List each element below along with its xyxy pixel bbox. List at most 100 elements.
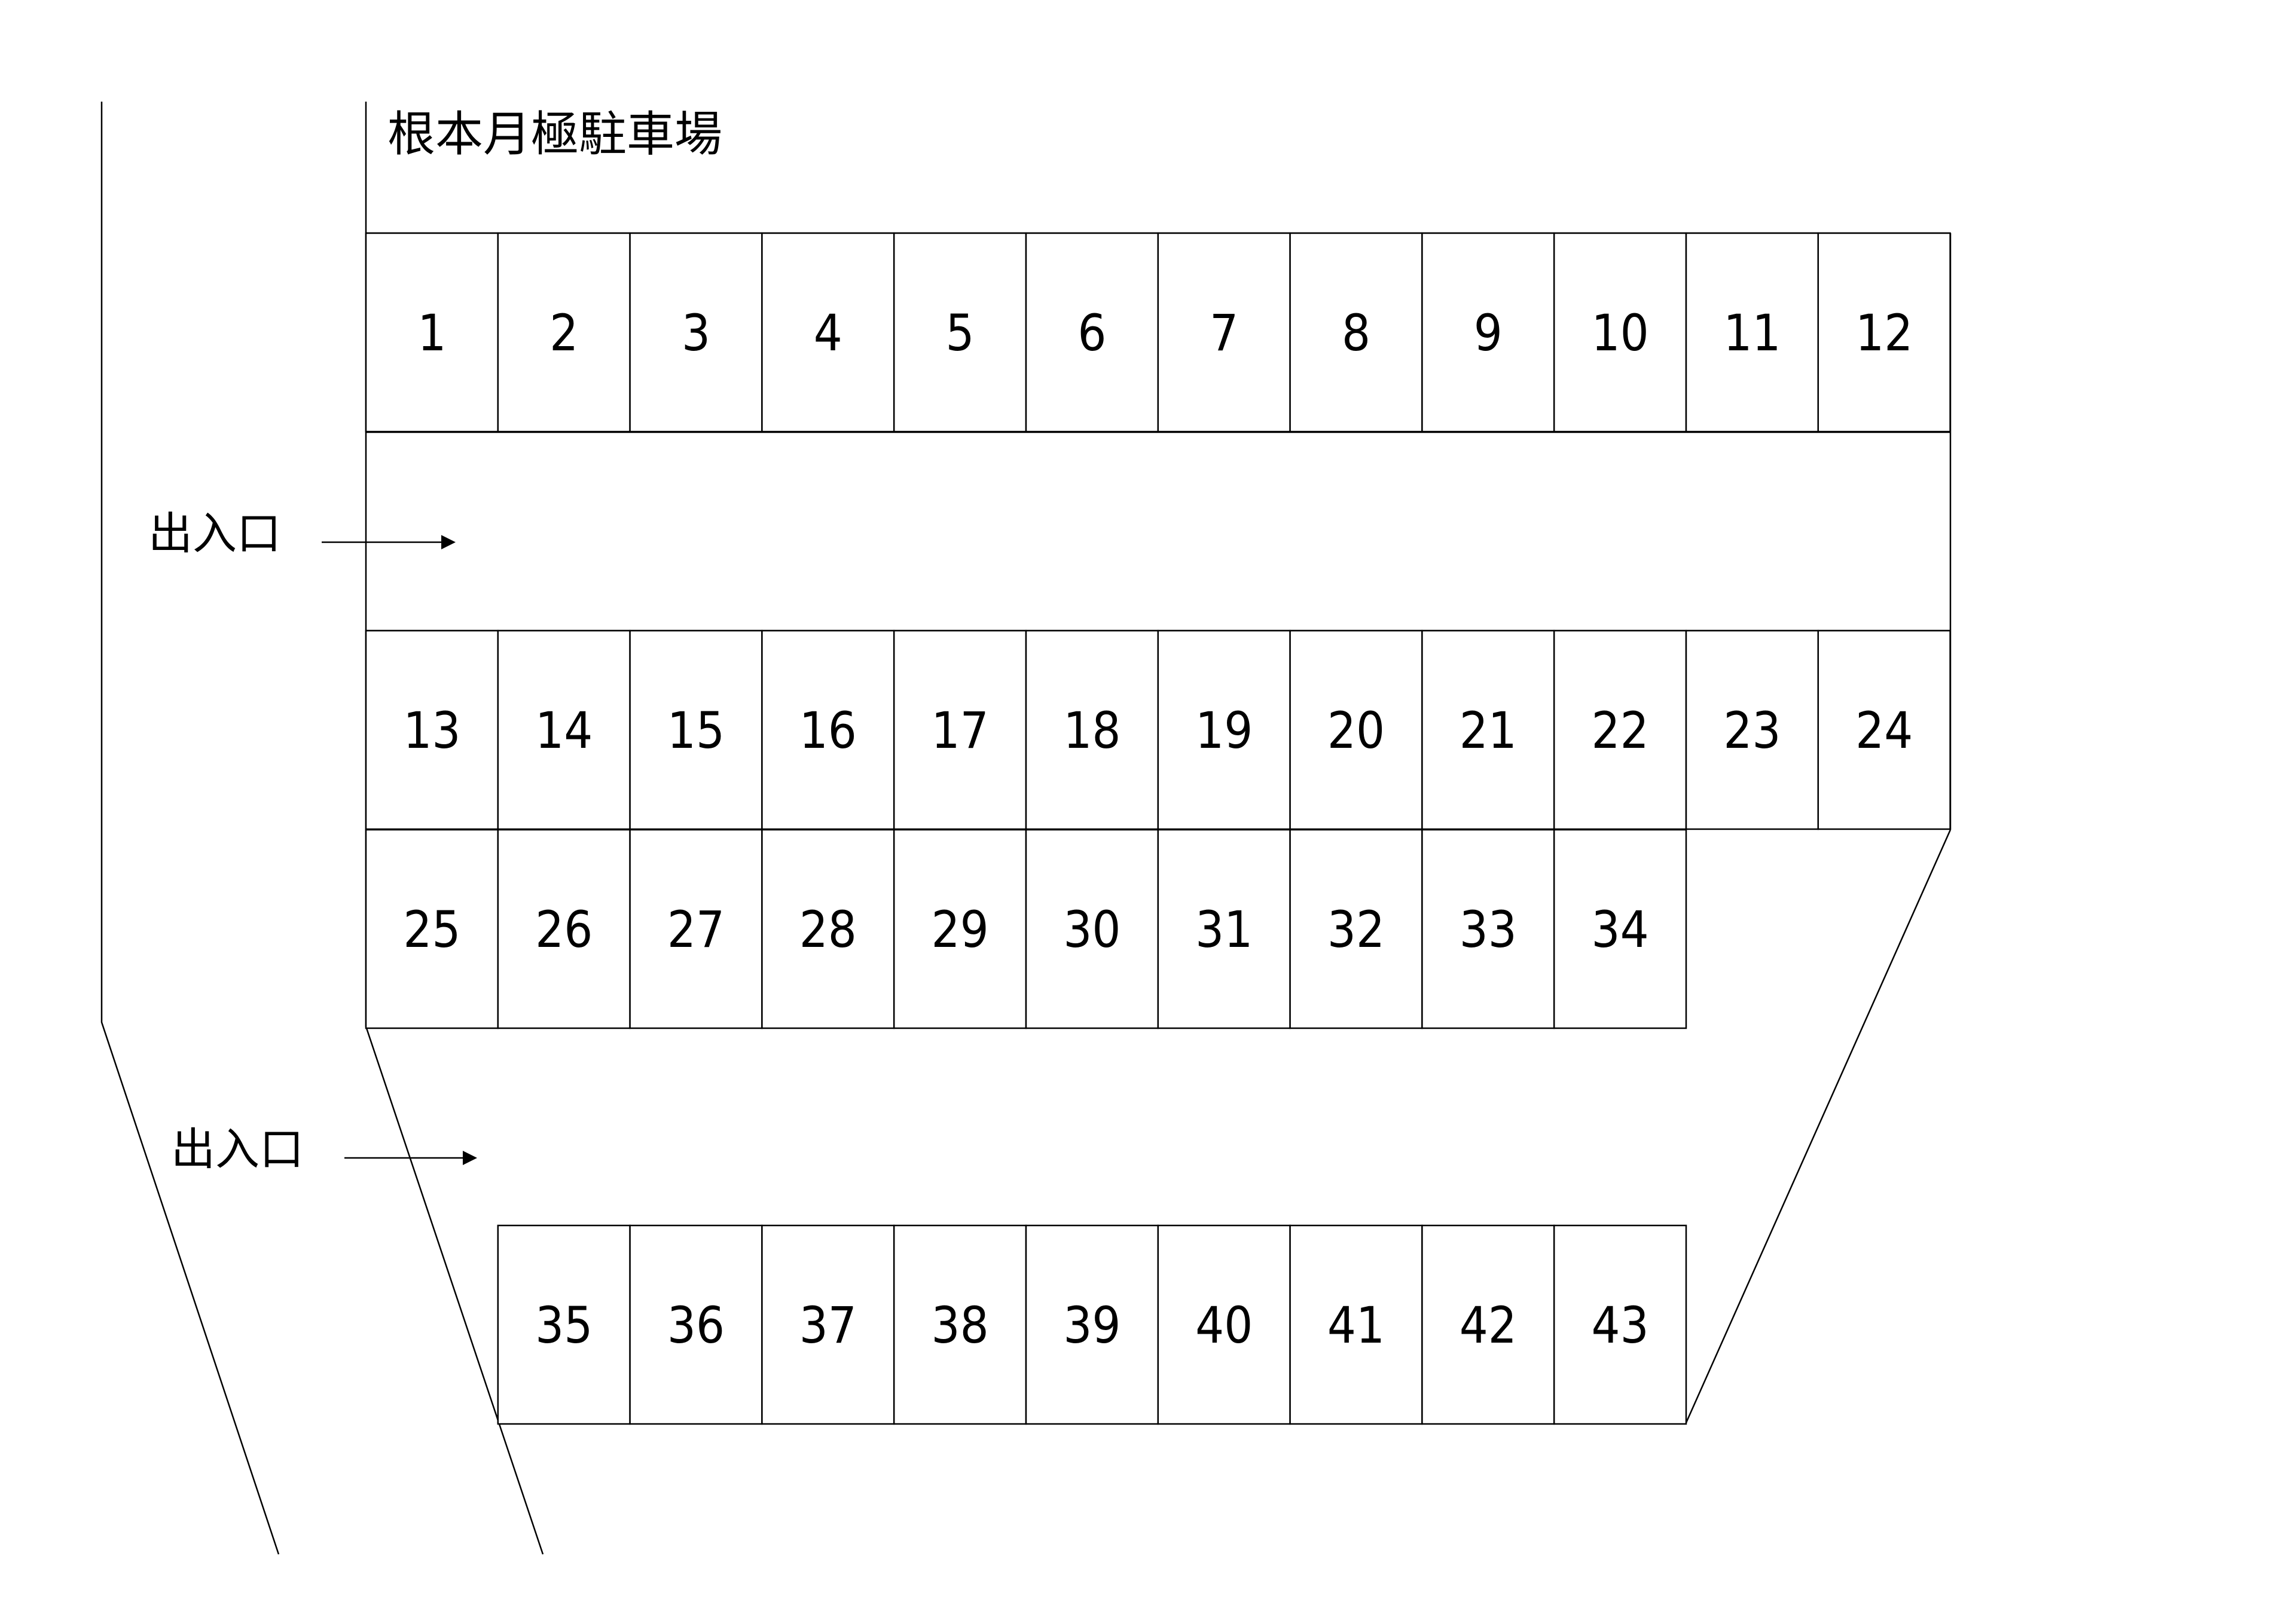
parking-stall: 42 [1421,1224,1555,1425]
parking-stall: 26 [497,829,631,1029]
parking-stall-box [1817,629,1951,830]
parking-stall-number: 9 [1474,304,1503,362]
parking-stall-box [1685,629,1819,830]
parking-stall: 12 [1817,232,1951,433]
parking-stall-box [761,1224,895,1425]
parking-stall-box [1157,629,1291,830]
parking-stall-box [761,829,895,1029]
road-edge-outer [100,102,280,1555]
parking-stall-box [761,629,895,830]
parking-stall-box [1421,1224,1555,1425]
parking-stall: 18 [1025,629,1159,830]
parking-stall-number: 8 [1342,304,1370,362]
parking-stall: 14 [497,629,631,830]
parking-stall: 17 [893,629,1027,830]
parking-stall-box [1025,829,1159,1029]
parking-stall-number: 2 [549,304,578,362]
parking-stall-number: 20 [1327,701,1385,760]
parking-stall: 5 [893,232,1027,433]
parking-stall: 33 [1421,829,1555,1029]
parking-stall-number: 3 [682,304,710,362]
parking-stall: 3 [629,232,763,433]
parking-stall: 38 [893,1224,1027,1425]
parking-stall-box [497,829,631,1029]
parking-stall-number: 1 [417,304,446,362]
parking-stall-box [893,629,1027,830]
parking-stall-number: 28 [799,900,857,959]
parking-stall-box [497,629,631,830]
parking-stall-number: 27 [667,900,725,959]
parking-stall-number: 41 [1327,1296,1385,1355]
parking-stall-box [893,829,1027,1029]
parking-stall-box [1553,1224,1687,1425]
parking-stall: 28 [761,829,895,1029]
parking-stall-number: 33 [1460,900,1517,959]
parking-stall: 1 [365,232,499,433]
parking-stall: 41 [1289,1224,1423,1425]
parking-stall: 16 [761,629,895,830]
parking-stall: 19 [1157,629,1291,830]
parking-stall-box [1553,829,1687,1029]
parking-stall: 25 [365,829,499,1029]
parking-stall-number: 32 [1327,900,1385,959]
parking-stall-number: 5 [946,304,975,362]
parking-stall-number: 36 [667,1296,725,1355]
parking-stall-number: 4 [814,304,842,362]
parking-stall-number: 37 [799,1296,857,1355]
parking-stall-box [629,232,763,433]
parking-stall: 40 [1157,1224,1291,1425]
entrance-label-lower: 出入口 [171,1124,304,1175]
parking-stall-box [1025,232,1159,433]
parking-stall-number: 10 [1592,304,1649,362]
parking-stall: 21 [1421,629,1555,830]
parking-stall-number: 16 [799,701,857,760]
parking-stall-box [1553,629,1687,830]
parking-stall: 24 [1817,629,1951,830]
parking-stall: 37 [761,1224,895,1425]
lot-title: 根本月極駐車場 [387,106,722,162]
parking-stall: 10 [1553,232,1687,433]
parking-stall-box [1817,232,1951,433]
parking-stall-box [1289,829,1423,1029]
parking-stall-box [497,232,631,433]
parking-stall-number: 22 [1592,701,1649,760]
parking-stall: 35 [497,1224,631,1425]
parking-stall-number: 25 [403,900,460,959]
parking-stall-box [629,1224,763,1425]
parking-stall: 11 [1685,232,1819,433]
parking-stall: 4 [761,232,895,433]
parking-stall-box [1157,1224,1291,1425]
parking-stall: 30 [1025,829,1159,1029]
parking-stall-box [365,232,499,433]
parking-stall-number: 15 [667,701,725,760]
parking-stall-number: 34 [1592,900,1649,959]
lot-boundary-diagonal [1685,829,1952,1423]
parking-stall-number: 7 [1210,304,1238,362]
parking-stall: 6 [1025,232,1159,433]
parking-stall-box [1421,829,1555,1029]
parking-stall-number: 38 [932,1296,989,1355]
parking-stall-box [365,629,499,830]
parking-stall-number: 14 [535,701,593,760]
parking-stall-number: 21 [1460,701,1517,760]
parking-stall-number: 11 [1723,304,1781,362]
parking-stall-number: 30 [1063,900,1120,959]
parking-stall: 27 [629,829,763,1029]
parking-stall-number: 42 [1460,1296,1517,1355]
parking-stall: 43 [1553,1224,1687,1425]
parking-stall: 8 [1289,232,1423,433]
parking-stall-box [1157,829,1291,1029]
entrance-label-upper: 出入口 [148,508,281,560]
parking-stall: 13 [365,629,499,830]
parking-stall-box [497,1224,631,1425]
parking-stall: 31 [1157,829,1291,1029]
parking-stall-box [761,232,895,433]
parking-stall-box [1421,232,1555,433]
parking-stall: 2 [497,232,631,433]
parking-stall: 39 [1025,1224,1159,1425]
parking-stall-number: 43 [1592,1296,1649,1355]
parking-stall: 20 [1289,629,1423,830]
parking-stall: 22 [1553,629,1687,830]
parking-stall-box [1025,629,1159,830]
